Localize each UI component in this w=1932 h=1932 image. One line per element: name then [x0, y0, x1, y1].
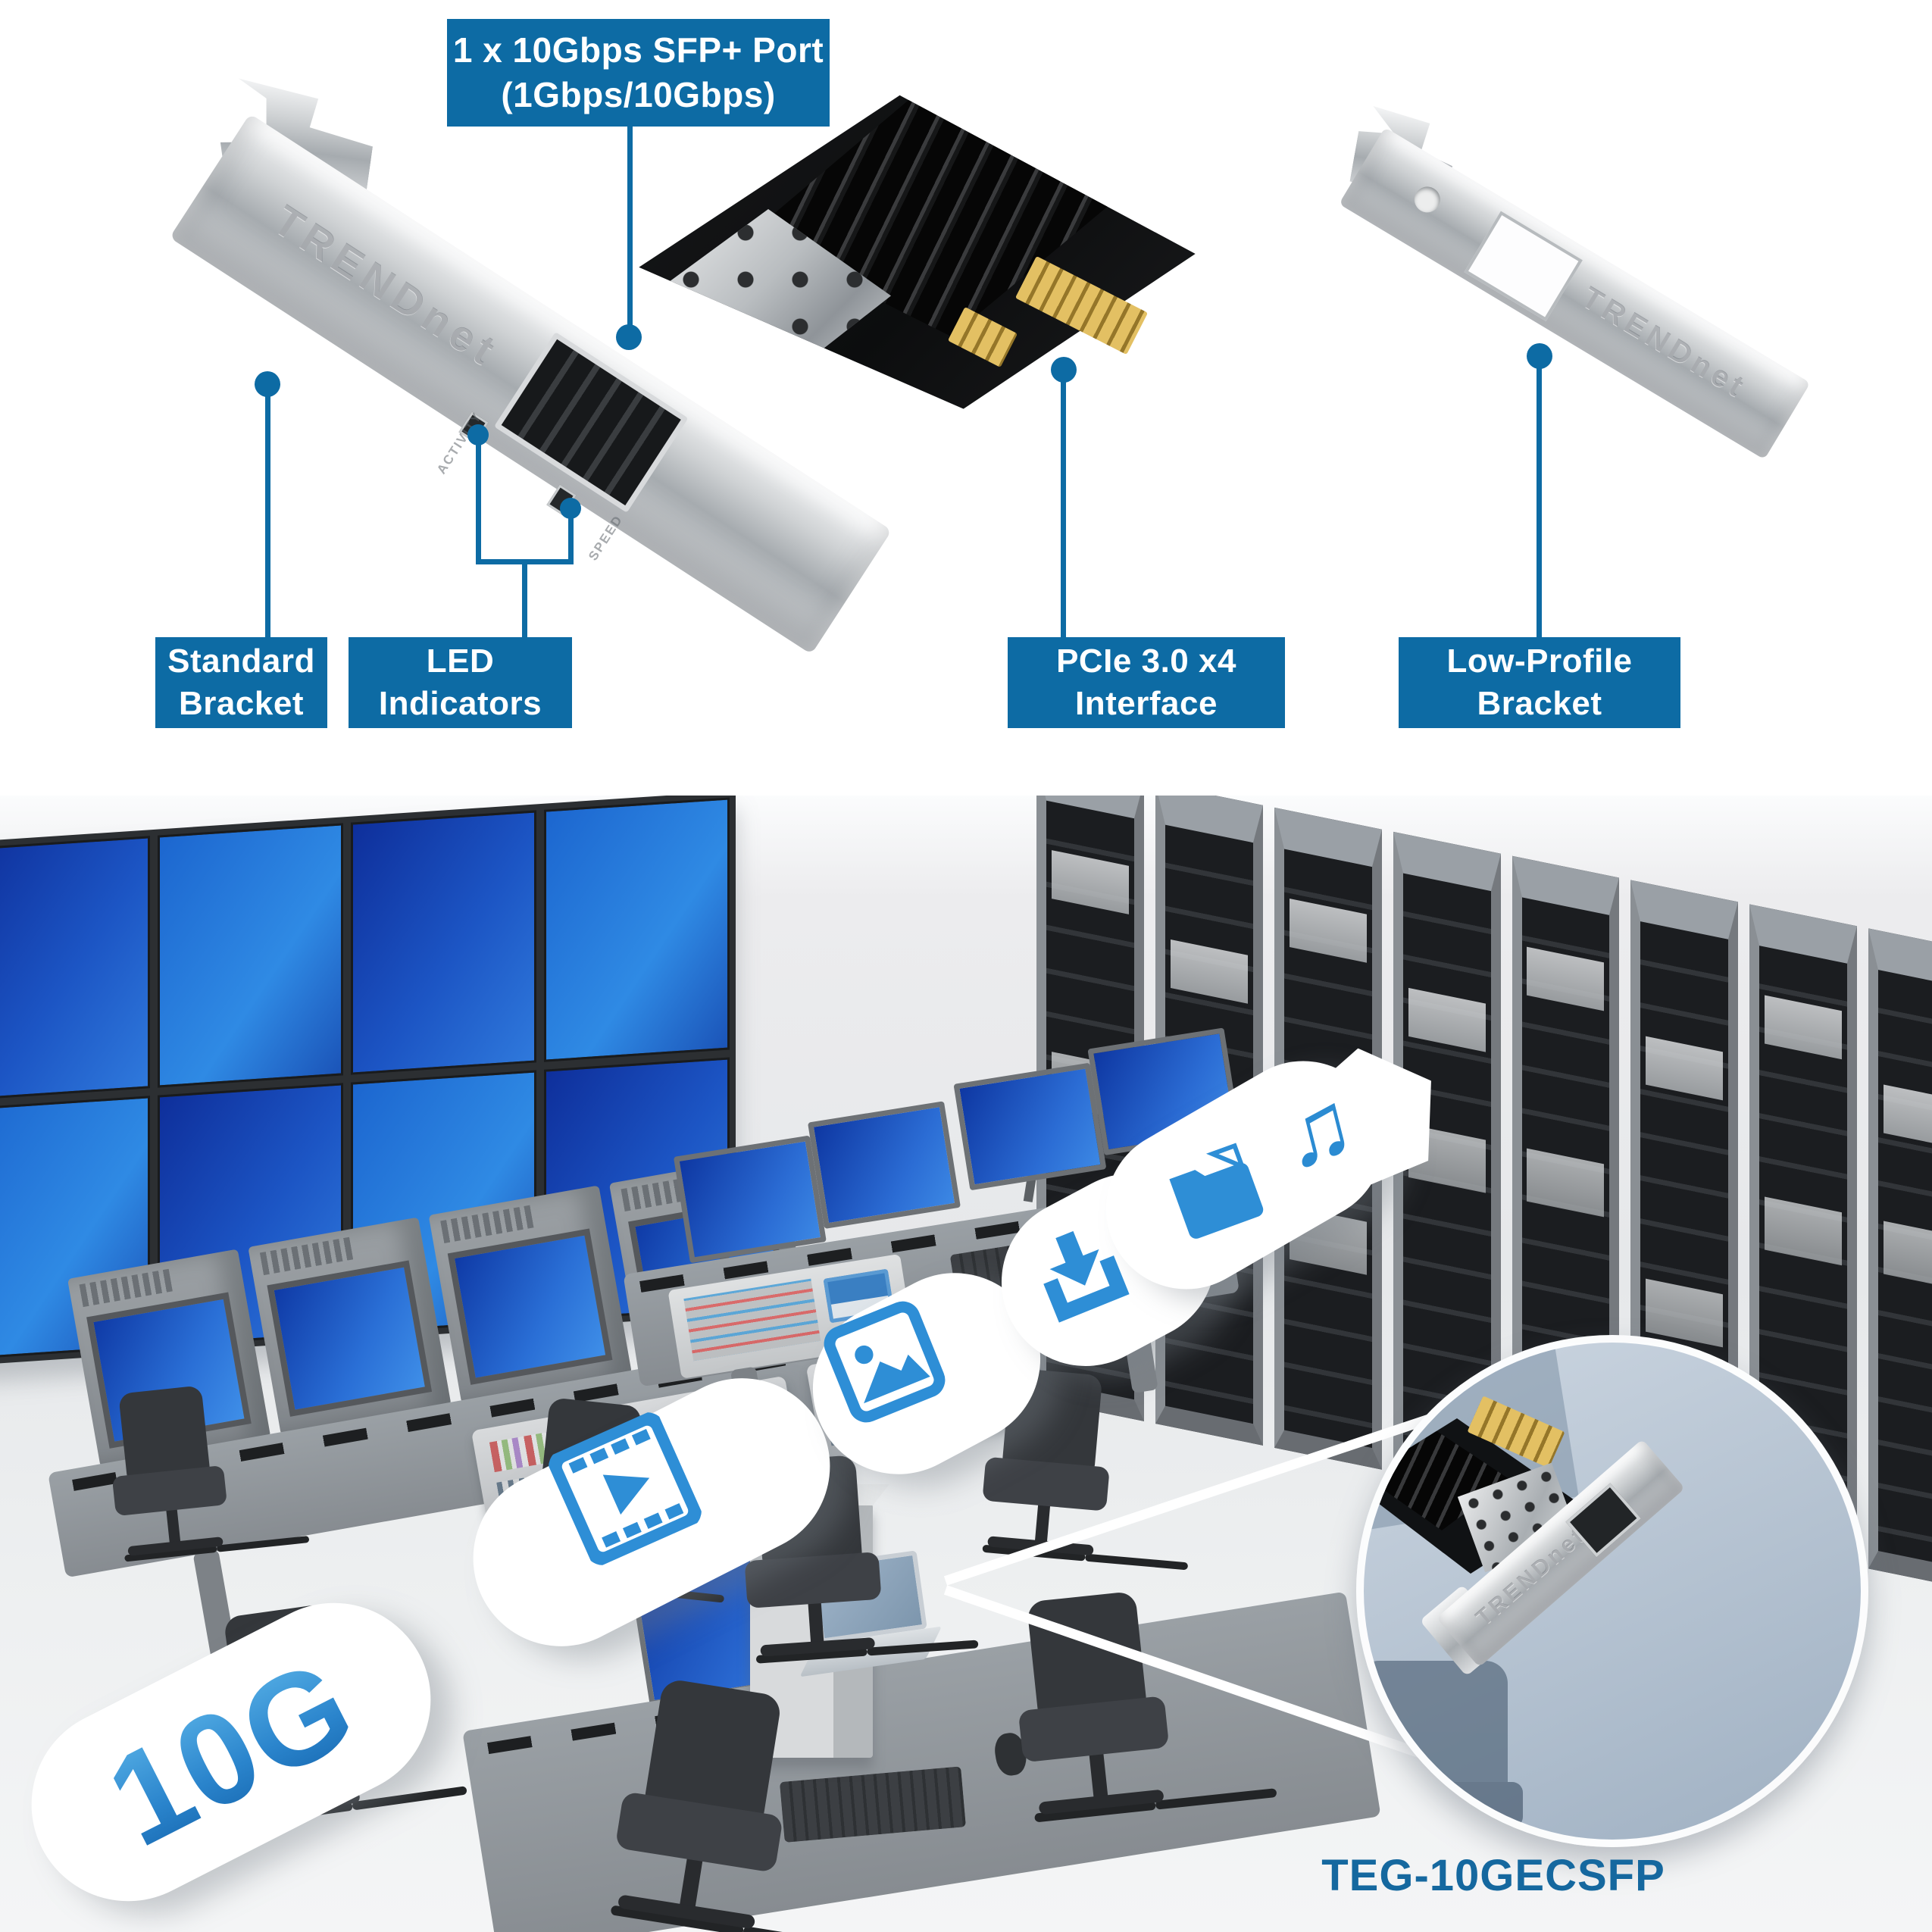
product-feature-diagram: TRENDnet ACTIVITY SPEED TRENDnet 1 x 10G…: [0, 0, 1932, 796]
callout-dot-pcie: [1051, 357, 1077, 383]
image-icon: [818, 1296, 952, 1429]
download-icon: [1018, 1211, 1142, 1335]
low-profile-port-opening: [1464, 211, 1583, 322]
callout-low-profile-bracket: Low-Profile Bracket: [1399, 637, 1680, 728]
callout-led-line1: LED Indicators: [378, 642, 542, 722]
bracket-brand-emboss: TRENDnet: [265, 195, 508, 377]
callout-sfp-line2: (1Gbps/10Gbps): [501, 75, 776, 114]
callout-led-indicators: LED Indicators: [349, 637, 572, 728]
office-chair: [103, 1383, 237, 1575]
callout-line-led-down: [522, 559, 527, 637]
callout-std-line1: Standard: [167, 642, 315, 680]
video-icon: [545, 1408, 705, 1568]
desk-monitor: [953, 1062, 1107, 1191]
callout-line-standard-bracket: [265, 383, 270, 637]
desk-monitor: [673, 1135, 827, 1264]
folder-icon: [1162, 1139, 1275, 1245]
callout-lp-line2: Bracket: [1477, 685, 1602, 722]
server-rack: [1868, 928, 1932, 1591]
sfp-port-opening: [494, 332, 689, 513]
callout-line-led-left: [476, 435, 481, 564]
callout-pcie-line1: PCIe 3.0 x4: [1056, 642, 1236, 680]
console-monitor: [248, 1217, 452, 1436]
callout-dot-sfp: [616, 324, 642, 350]
callout-dot-standard-bracket: [255, 371, 280, 397]
callout-sfp-port: 1 x 10Gbps SFP+ Port (1Gbps/10Gbps): [447, 19, 830, 127]
bracket-screw-hole: [1409, 182, 1446, 217]
product-inset-circle: TRENDnet: [1356, 1335, 1868, 1847]
video-wall-panel: [351, 810, 536, 1075]
callout-line-low-profile: [1537, 356, 1542, 637]
callout-lp-line1: Low-Profile: [1446, 642, 1633, 680]
video-wall-panel: [158, 823, 343, 1088]
console-monitor: [428, 1185, 632, 1404]
callout-dot-low-profile: [1527, 343, 1552, 369]
bracket-brand-emboss: TRENDnet: [1576, 280, 1753, 405]
callout-line-sfp: [627, 127, 633, 337]
callout-line-pcie: [1061, 370, 1066, 637]
video-wall-panel: [0, 836, 150, 1101]
product-name: TEG-10GECSFP: [1321, 1851, 1665, 1900]
low-profile-bracket: TRENDnet: [1339, 127, 1811, 460]
callout-standard-bracket: Standard Bracket: [155, 637, 327, 728]
callout-sfp-line1: 1 x 10Gbps SFP+ Port: [452, 30, 824, 70]
pcb-board: [639, 95, 1196, 409]
desk-monitor: [808, 1101, 961, 1230]
callout-std-line2: Bracket: [179, 685, 304, 722]
inset-chair-silhouette: [1364, 1661, 1523, 1835]
office-chair: [1007, 1589, 1183, 1840]
callout-pcie-interface: PCIe 3.0 x4 Interface: [1008, 637, 1285, 728]
callout-pcie-line2: Interface: [1075, 685, 1218, 722]
application-scene: 10G ♫: [0, 796, 1932, 1932]
video-wall-panel: [544, 797, 730, 1062]
callout-line-led-right: [568, 508, 574, 564]
